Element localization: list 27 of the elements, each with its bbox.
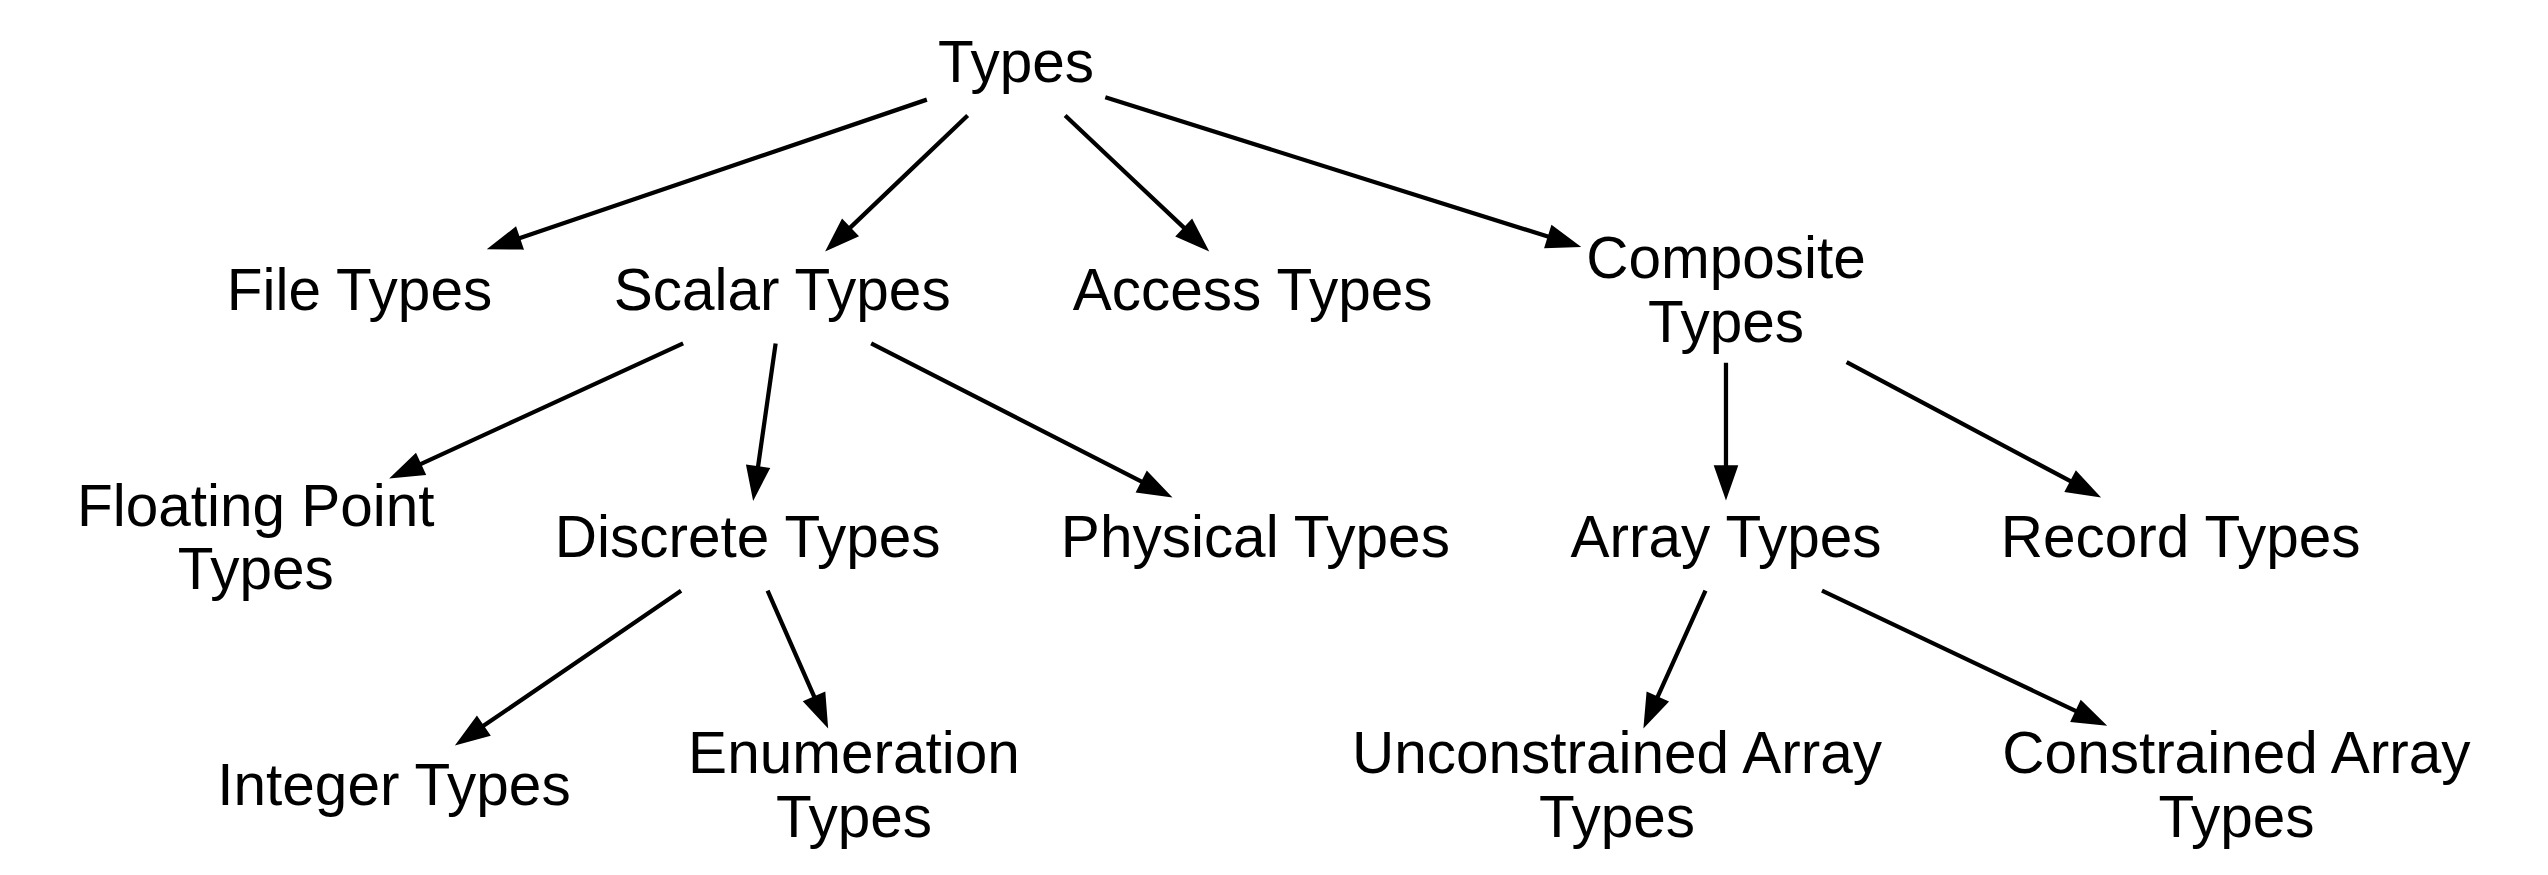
arrow xyxy=(1104,95,1582,249)
node-text: Enumeration Types xyxy=(688,719,1020,849)
arrow xyxy=(1713,362,1739,501)
arrow xyxy=(1845,360,2102,498)
node-text: Integer Types xyxy=(217,751,571,817)
node-text: Unconstrained Array Types xyxy=(1352,719,1882,849)
node-text: File Types xyxy=(226,257,493,323)
arrow xyxy=(825,114,970,252)
arrow xyxy=(486,97,928,250)
node-text: Record Types xyxy=(2000,504,2361,570)
arrow xyxy=(1821,588,2108,726)
arrow xyxy=(1643,589,1708,729)
node-text: Floating Point Types xyxy=(76,472,435,602)
arrow xyxy=(765,589,829,729)
node-text: Physical Types xyxy=(1060,504,1450,570)
node-text: Array Types xyxy=(1570,504,1882,570)
node-text: Scalar Types xyxy=(613,257,951,323)
node-text: Constrained Array Types xyxy=(2002,719,2471,849)
node-text: Types xyxy=(938,28,1095,94)
arrow xyxy=(389,341,685,479)
arrow xyxy=(870,341,1173,498)
arrow xyxy=(745,343,778,501)
arrow xyxy=(1063,114,1210,252)
node-text: Access Types xyxy=(1072,257,1433,323)
node-text: Composite Types xyxy=(1586,225,1866,355)
arrow xyxy=(454,588,683,746)
node-text: Discrete Types xyxy=(554,504,941,570)
